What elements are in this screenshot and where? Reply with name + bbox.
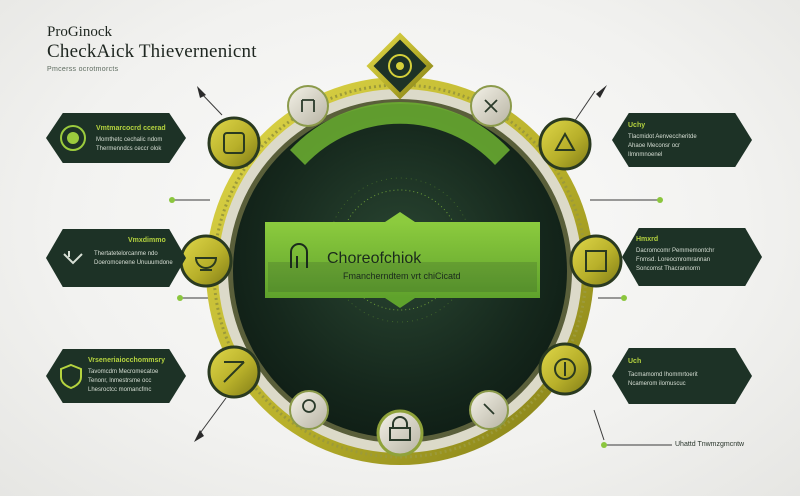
gold-badges <box>179 116 623 399</box>
card-title: Vmxdimmo <box>128 237 166 244</box>
title-line-1: ProGinock <box>47 24 112 40</box>
card-line: Lhesroctcc momancfmc <box>88 387 152 393</box>
card-left-mid: Vmxdimmo Thertatetelorcanme ndo Doeromce… <box>46 229 186 287</box>
bottom-shield-badge <box>376 409 424 457</box>
card-line: Ilmnmnoenel <box>628 152 663 158</box>
card-line: Tacmamomd Ihommrtoerit <box>628 372 698 378</box>
title-line-2: CheckAick Thievernenicnt <box>47 41 257 62</box>
connector-dots <box>169 197 663 448</box>
shield-icon <box>60 363 82 389</box>
pointer-tips <box>194 85 607 442</box>
card-right-mid: Hmxrd Dacromcomr Pemmemontchr Fnmsd. Lor… <box>622 228 762 286</box>
header: ProGinock CheckAick Thievernenicnt Pmcer… <box>47 24 257 73</box>
card-right-top: Uchy Tlacmidot Aenveccheritde Ahaoe Meco… <box>612 113 752 167</box>
card-left-bot: Vrseneriaiocchommsry Tavomcdm Mecromecat… <box>46 349 186 403</box>
card-line: Ahaoe Meconsr ocr <box>628 143 681 149</box>
chevron-icon <box>63 251 83 265</box>
card-line: Tavomcdm Mecromecatoe <box>88 369 159 375</box>
card-title: Uch <box>628 358 642 365</box>
card-line: Tlacmidot Aenveccheritde <box>628 134 697 140</box>
card-line: Thertatetelorcanme ndo <box>94 251 158 257</box>
card-title: Vrseneriaiocchommsry <box>88 357 166 364</box>
card-title: Vmtmarcocrd ccerad <box>96 125 166 132</box>
top-diamond-badge <box>366 32 434 100</box>
center-subtitle: Fmancherndtem vrt chiCicatd <box>343 271 461 281</box>
connector-lines <box>172 90 672 446</box>
subtitle: Pmcerss ocrotmorcts <box>47 66 119 73</box>
card-right-bot: Uch Tacmamomd Ihommrtoerit Ncamerom ilom… <box>612 348 752 404</box>
card-left-top: Vmtmarcocrd ccerad Momthetc cechalic ndo… <box>46 113 186 163</box>
card-title: Uchy <box>628 122 646 129</box>
card-line: Thermenndcs ceccr olok <box>96 146 162 152</box>
card-line: Dacromcomr Pemmemontchr <box>636 248 715 254</box>
center-banner <box>265 222 540 298</box>
card-line: Fnmsd. Loreocmromrannan <box>636 257 711 263</box>
card-title: Hmxrd <box>636 236 659 243</box>
card-line: Ncamerom ilomuscuc <box>628 381 686 387</box>
shield-icon <box>60 125 86 151</box>
card-line: Doeromcenene Unuuumdone <box>94 260 173 266</box>
footer-note: Uhattd Tnwmzgmcntw <box>675 441 745 448</box>
banner-lock-icon <box>290 243 308 268</box>
center-title: Choreofchiok <box>327 250 422 267</box>
card-line: Tenonr, lnmestrsme occ <box>88 378 152 384</box>
card-line: Momthetc cechalic ndom <box>96 137 163 143</box>
card-line: Soncomst Thacrannorrn <box>636 266 701 272</box>
